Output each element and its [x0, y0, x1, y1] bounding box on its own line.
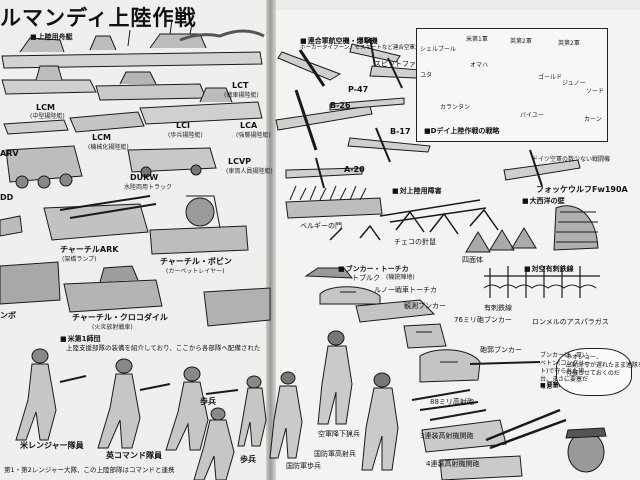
article-title: ルマンディ上陸作戦 — [0, 6, 197, 30]
label-bunker-2: 76ミリ砲ブンカー — [454, 316, 512, 324]
label-crocodile-sub: (火炎放射戦車) — [92, 324, 133, 331]
label-soldier-3: 国防軍高射兵 — [314, 450, 356, 458]
speech-text: ネオショー、 出動命令が遅れたまま連隊を 待機させておくのだ — [566, 354, 640, 377]
label-ark: チャーチルARK — [60, 245, 119, 254]
label-hedgehog: チェコの針鼠 — [394, 238, 436, 246]
beach-obstacles-illustration — [285, 185, 599, 253]
bunker-illustration — [304, 266, 600, 383]
amphibious-vehicles-illustration — [0, 145, 271, 327]
label-tobruk: トブルク — [352, 274, 380, 282]
map-label-omaha: オマハ — [470, 62, 489, 69]
label-belgian-gate: ベルギーの門 — [300, 222, 342, 230]
section-fence: 対空有刺鉄線 — [524, 264, 574, 274]
label-left-edge: ンボ — [0, 311, 16, 320]
map-caption: Dデイ上陸作戦の戦略 — [424, 126, 500, 136]
label-p47: P-47 — [348, 85, 369, 94]
label-ark-sub: (架橋ランプ) — [62, 256, 97, 263]
label-fw190: フォッケウルフFw190A — [536, 185, 628, 194]
label-bobbin-sub: (カーペットレイヤー) — [166, 268, 225, 275]
label-ranger-1: 米レンジャー隊員 — [20, 441, 84, 450]
label-mg-1: 3連装高射機関砲 — [420, 432, 474, 440]
label-dukw-sub: 水陸両用トラック — [124, 184, 173, 191]
ranger-description: 上陸支援部隊の装備を紹介しており、ここから各部隊へ配備された — [66, 344, 261, 352]
label-ranger-2: 英コマンド隊員 — [106, 451, 162, 460]
label-lca-sub: (強襲揚陸艇) — [236, 132, 271, 139]
section-landing-craft: 上陸用舟艇 — [30, 32, 73, 42]
label-lca: LCA — [240, 121, 258, 130]
page-gutter — [266, 0, 276, 480]
label-b26: B-26 — [330, 101, 351, 110]
label-bunker-1: 観測ブンカー — [404, 302, 446, 310]
label-bobbin: チャーチル・ボビン — [160, 257, 232, 266]
label-lct-sub: (戦車揚陸艇) — [224, 92, 259, 99]
label-renault: ルノー戦車トーチカ — [374, 286, 437, 294]
infantry-illustration — [15, 348, 267, 480]
label-lcvp: LCVP — [228, 157, 252, 166]
bunker-note: ブンカーは、厚いベトン(コンクリート)で守られた砲台、まさに要塞だった — [540, 352, 591, 391]
label-tobruk-sub: (機銃陣地) — [386, 274, 415, 281]
label-lcvp-sub: (車両人員揚陸艇) — [226, 168, 273, 175]
label-soldier-2: 国防軍歩兵 — [286, 462, 321, 470]
map-label-utah: ユタ — [420, 72, 433, 79]
label-arv: ARV — [0, 149, 19, 158]
map-label-sword: ソード — [586, 88, 605, 95]
map-label-caen: カーン — [584, 116, 602, 123]
left-bottom-text: 第1・第2レンジャー大隊、この上陸部隊はコマンドと連携 — [4, 466, 175, 474]
label-rommel: ロンメルのアスパラガス — [532, 318, 609, 326]
label-ranger-3: 歩兵 — [200, 397, 216, 406]
landing-map-box — [416, 28, 608, 142]
map-label-div2: 英第2軍 — [510, 38, 532, 45]
label-wire: 有刺鉄線 — [484, 304, 512, 312]
map-label-juno: ジュノー — [562, 80, 586, 87]
label-lcm-top-sub: (中型揚陸艇) — [30, 113, 65, 120]
label-fw190-sub: ドイツ空軍の数少ない戦闘機 — [532, 156, 611, 163]
map-label-div3: 英第2軍 — [558, 40, 580, 47]
section-obstacles: 対上陸用障害 — [392, 186, 442, 196]
label-spitfire: スピットファイア — [374, 60, 430, 68]
label-ranger-4: 歩兵 — [240, 455, 256, 464]
map-label-cherbourg: シェルブール — [420, 46, 457, 53]
map-label-div1: 米第1軍 — [466, 36, 488, 43]
label-lci-sub: (歩兵揚陸艇) — [168, 132, 203, 139]
map-label-gold: ゴールド — [538, 74, 563, 81]
aircraft-description: ホーカータイフーン、モスキートなど連合空軍が上空を支配 — [300, 45, 448, 51]
label-lci: LCI — [176, 121, 190, 130]
speech-bubble — [556, 348, 632, 396]
section-bunkers: ブンカー・トーチカ — [338, 264, 409, 274]
aircraft-illustration — [275, 37, 581, 189]
label-a20: A-20 — [344, 165, 365, 174]
label-dd: DD — [0, 193, 14, 202]
label-b17: B-17 — [390, 127, 411, 136]
map-label-bayeux: バイユー — [520, 112, 544, 119]
landing-fleet-illustration — [1, 19, 265, 135]
label-lcm-top: LCM — [36, 103, 55, 112]
label-soldier-1: 空軍降下猟兵 — [318, 430, 360, 438]
section-rangers: 米第1師団 — [60, 334, 101, 344]
label-flak: 88ミリ高射砲 — [430, 398, 474, 406]
label-lcm-sub: (機械化揚陸艇) — [88, 144, 129, 151]
section-aircraft: 連合軍航空機・爆撃機 — [300, 36, 378, 46]
label-lcm: LCM — [92, 133, 111, 142]
map-label-carentan: カランタン — [440, 104, 471, 111]
german-soldiers-illustration — [269, 330, 607, 480]
label-dukw: DUKW — [130, 173, 159, 182]
label-crocodile: チャーチル・クロコダイル — [72, 313, 168, 322]
section-atlantic-wall: 大西洋の壁 — [522, 196, 565, 206]
label-casemate: 砲郭ブンカー — [480, 346, 522, 354]
label-lct: LCT — [232, 81, 249, 90]
label-mg-2: 4連装高射機関砲 — [426, 460, 480, 468]
label-tetrahedron: 四面体 — [462, 256, 483, 264]
